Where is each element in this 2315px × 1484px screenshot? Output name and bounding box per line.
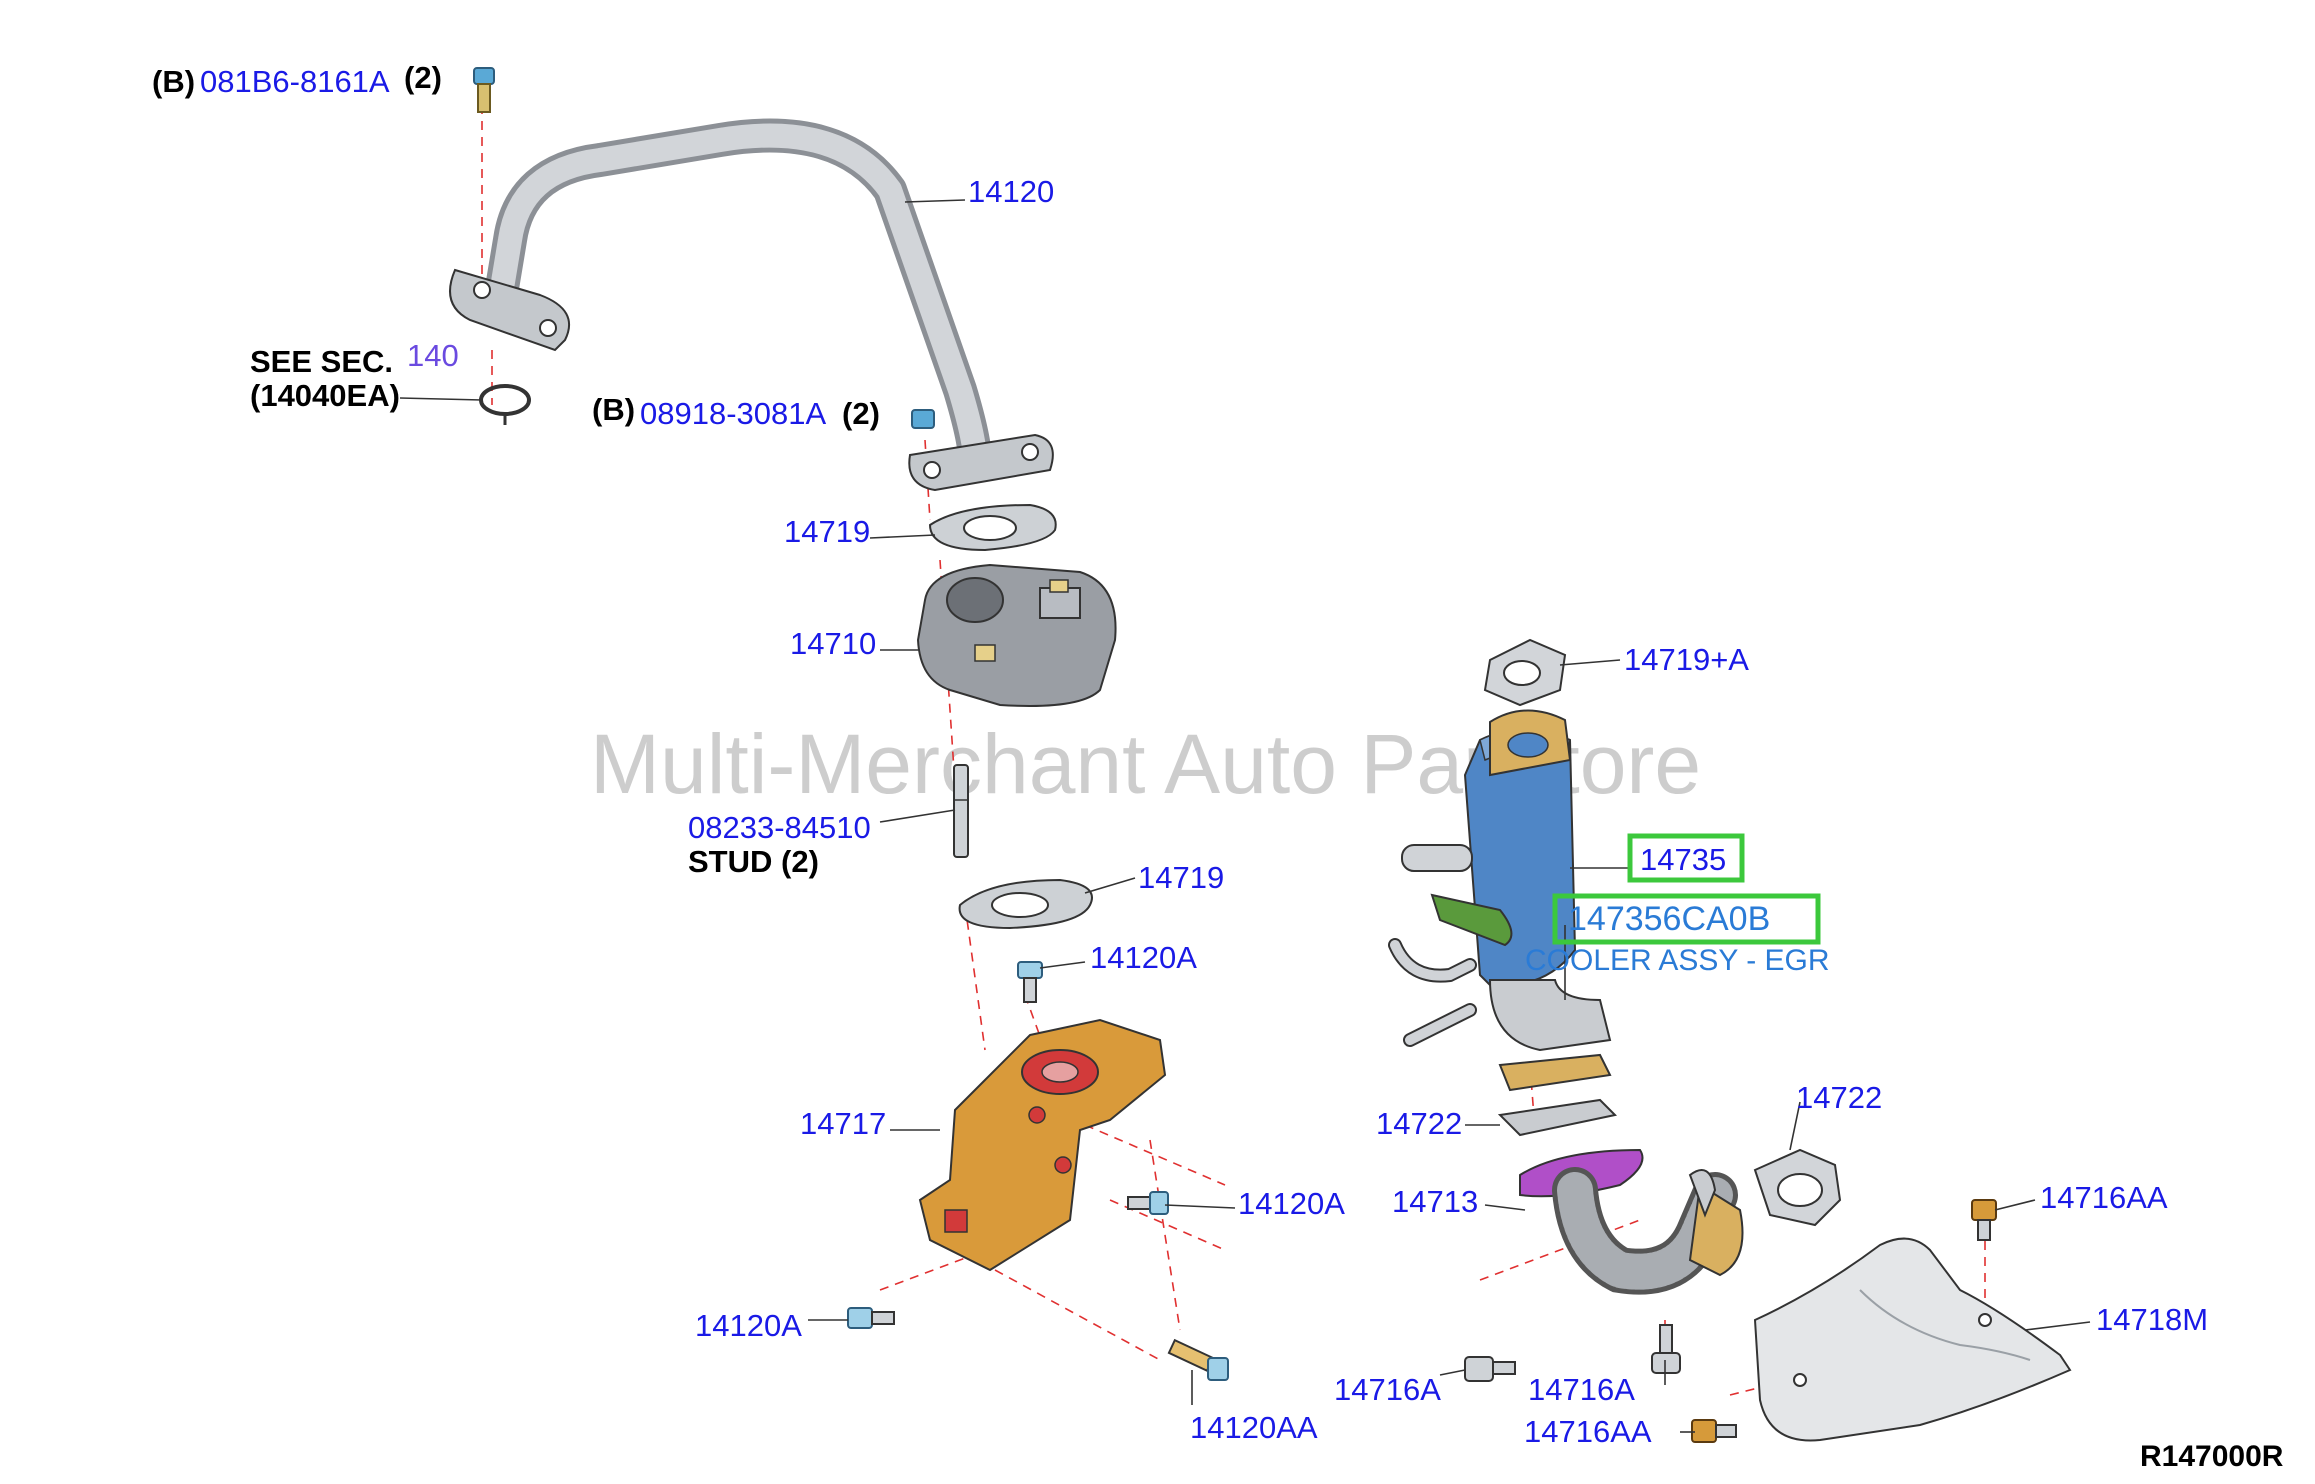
leader-lines — [399, 199, 2091, 1433]
bolt-16aa-top-label[interactable]: 14716AA — [2040, 1180, 2168, 1215]
egr-tube-icon — [449, 118, 1054, 492]
bolt-a1-icon — [1017, 961, 1043, 1003]
bolt-aa-icon — [1167, 1338, 1229, 1381]
pipe-label[interactable]: 14713 — [1392, 1184, 1478, 1219]
see-sec-text: SEE SEC. — [250, 344, 393, 379]
gasket-lower-label[interactable]: 14719 — [1138, 860, 1224, 895]
bolt-16aa-bottom-icon — [1691, 1419, 1737, 1443]
bolt-mid-prefix: (B) — [592, 392, 635, 427]
gasket-upper-label[interactable]: 14719 — [784, 514, 870, 549]
gasket-cooler-bottom-icon — [1497, 1098, 1618, 1137]
bracket-label[interactable]: 14717 — [800, 1106, 886, 1141]
see-sec-number[interactable]: 140 — [407, 338, 459, 373]
gasket-right-label[interactable]: 14722 — [1796, 1080, 1882, 1115]
stud-part-label[interactable]: 08233-84510 — [688, 810, 871, 845]
bolt-a2-label[interactable]: 14120A — [1238, 1186, 1345, 1221]
bolt-16a-left-label[interactable]: 14716A — [1334, 1372, 1441, 1407]
bolt-16a-left-icon — [1464, 1356, 1516, 1382]
bolt-top-icon — [473, 67, 495, 113]
stud-icon — [953, 764, 969, 858]
gasket-cooler-bottom-label[interactable]: 14722 — [1376, 1106, 1462, 1141]
heat-shield-icon — [1753, 1237, 2072, 1442]
gasket-right-icon — [1753, 1148, 1842, 1227]
egr-cooler-icon — [1388, 709, 1612, 1092]
gasket-lower-icon — [958, 878, 1093, 930]
callout-labels: (B) 081B6-8161A (2) 14120 SEE SEC. 140 (… — [152, 60, 2284, 1473]
cooler-description: COOLER ASSY - EGR — [1525, 944, 1830, 977]
bolt-top-qty: (2) — [404, 60, 442, 95]
stud-text: STUD (2) — [688, 844, 819, 879]
bolt-mid-part-label[interactable]: 08918-3081A — [640, 396, 826, 431]
seal-ring-icon — [479, 384, 531, 425]
bolt-16aa-top-icon — [1971, 1199, 1997, 1241]
diagram-code: R147000R — [2140, 1440, 2284, 1473]
egr-valve-icon — [916, 563, 1117, 707]
bolt-top-prefix: (B) — [152, 64, 195, 99]
tube-label[interactable]: 14120 — [968, 174, 1054, 209]
bolt-aa-label[interactable]: 14120AA — [1190, 1410, 1318, 1445]
bolt-16a-mid-icon — [1651, 1324, 1681, 1374]
bolt-16aa-bottom-label[interactable]: 14716AA — [1524, 1414, 1652, 1449]
valve-label[interactable]: 14710 — [790, 626, 876, 661]
cooler-part-number[interactable]: 147356CA0B — [1568, 900, 1770, 938]
gasket-cooler-top-icon — [1483, 638, 1567, 707]
bracket-icon — [918, 1018, 1167, 1272]
see-sec-ref: (14040EA) — [250, 378, 400, 413]
part-number-highlight-box — [1552, 893, 1821, 945]
bolt-mid-icon — [911, 409, 935, 429]
bolt-16a-mid-label[interactable]: 14716A — [1528, 1372, 1635, 1407]
bolt-top-part-label[interactable]: 081B6-8161A — [200, 64, 390, 99]
bolt-a3-label[interactable]: 14120A — [695, 1308, 802, 1343]
shield-label[interactable]: 14718M — [2096, 1302, 2208, 1337]
cooler-label[interactable]: 14735 — [1640, 842, 1726, 877]
bolt-a1-label[interactable]: 14120A — [1090, 940, 1197, 975]
bolt-a3-icon — [847, 1307, 895, 1329]
gasket-upper-icon — [928, 503, 1057, 552]
egr-pipe-icon — [1519, 1148, 1744, 1295]
bolt-mid-qty: (2) — [842, 396, 880, 431]
part-highlight-box — [1627, 833, 1745, 883]
bolt-a2-icon — [1127, 1191, 1169, 1215]
gasket-cooler-top-label[interactable]: 14719+A — [1624, 642, 1749, 677]
